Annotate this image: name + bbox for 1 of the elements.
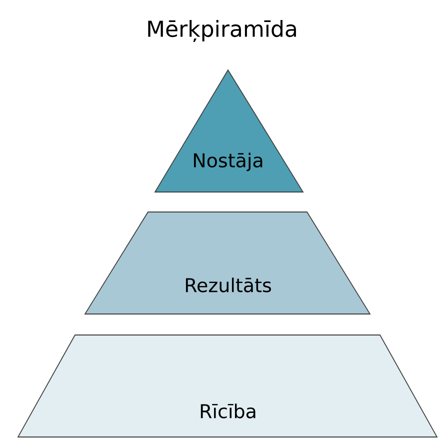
title: Mērķpiramīda [148,20,296,42]
